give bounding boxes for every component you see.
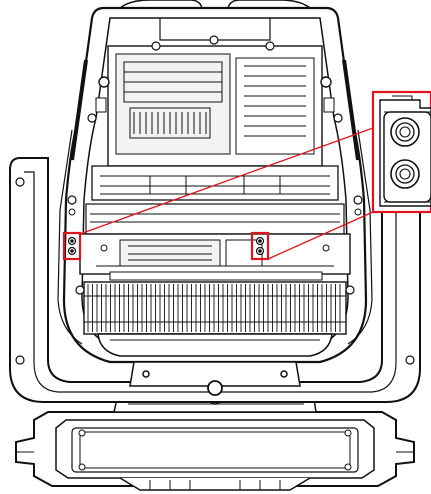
left-highlight-box (62, 231, 82, 261)
front-bezel (97, 333, 333, 357)
leader-line-upper (79, 127, 374, 235)
pan-bumper (129, 361, 301, 396)
detail-inset (371, 90, 431, 214)
mid-module (67, 165, 363, 235)
lower-module (79, 233, 351, 281)
leader-line-lower (267, 211, 374, 260)
left-screw-pair (67, 236, 77, 256)
upper-module (87, 35, 343, 167)
fixture-base (15, 411, 415, 491)
right-screw-pair (255, 236, 265, 256)
heatsink (75, 281, 355, 335)
right-highlight-box (250, 231, 270, 261)
